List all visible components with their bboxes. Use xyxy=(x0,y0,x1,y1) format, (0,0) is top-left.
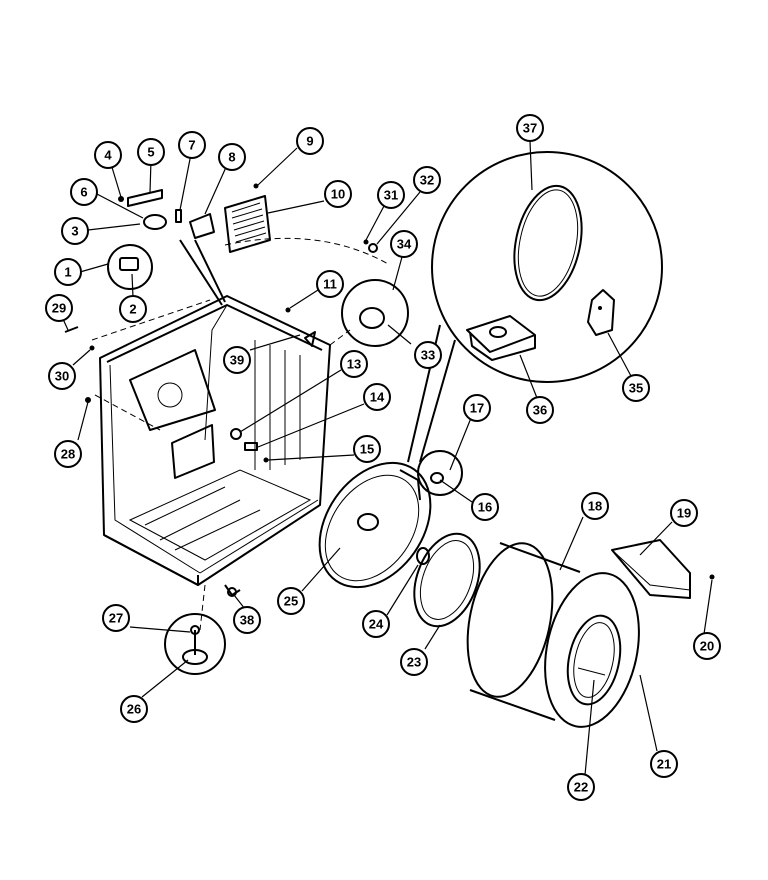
svg-text:33: 33 xyxy=(421,348,435,363)
svg-text:32: 32 xyxy=(420,173,434,188)
svg-text:28: 28 xyxy=(61,447,75,462)
svg-text:30: 30 xyxy=(55,369,69,384)
callout-31: 31 xyxy=(377,181,405,209)
callout-13: 13 xyxy=(340,350,368,378)
callout-5: 5 xyxy=(137,138,165,166)
svg-text:31: 31 xyxy=(384,188,398,203)
callout-23: 23 xyxy=(400,648,428,676)
svg-text:8: 8 xyxy=(228,150,235,165)
svg-text:36: 36 xyxy=(533,403,547,418)
callout-39: 39 xyxy=(223,346,251,374)
callout-28: 28 xyxy=(54,440,82,468)
callout-21: 21 xyxy=(650,750,678,778)
callout-38: 38 xyxy=(233,606,261,634)
svg-text:39: 39 xyxy=(230,353,244,368)
svg-text:9: 9 xyxy=(306,134,313,149)
callout-16: 16 xyxy=(471,493,499,521)
callout-37: 37 xyxy=(516,114,544,142)
svg-text:11: 11 xyxy=(323,277,337,292)
svg-text:23: 23 xyxy=(407,655,421,670)
callout-35: 35 xyxy=(622,374,650,402)
callout-25: 25 xyxy=(277,587,305,615)
callout-2: 2 xyxy=(119,295,147,323)
callout-17: 17 xyxy=(463,394,491,422)
svg-text:34: 34 xyxy=(397,237,412,252)
callout-11: 11 xyxy=(316,270,344,298)
callout-26: 26 xyxy=(120,695,148,723)
svg-text:14: 14 xyxy=(370,390,385,405)
callout-9: 9 xyxy=(296,127,324,155)
cabinet-housing xyxy=(91,237,391,631)
leader-lines xyxy=(62,140,713,776)
svg-text:24: 24 xyxy=(369,617,384,632)
callout-27: 27 xyxy=(102,604,130,632)
svg-text:25: 25 xyxy=(284,594,298,609)
svg-text:5: 5 xyxy=(147,145,154,160)
svg-text:13: 13 xyxy=(347,357,361,372)
svg-text:22: 22 xyxy=(574,780,588,795)
callout-24: 24 xyxy=(362,610,390,638)
svg-text:17: 17 xyxy=(470,401,484,416)
svg-text:20: 20 xyxy=(700,639,714,654)
seal-and-washer xyxy=(413,532,481,628)
callout-6: 6 xyxy=(70,178,98,206)
rear-bulkhead xyxy=(318,461,432,589)
callout-10: 10 xyxy=(324,180,352,208)
callout-15: 15 xyxy=(353,435,381,463)
callout-4: 4 xyxy=(94,141,122,169)
callout-33: 33 xyxy=(414,341,442,369)
upper-left-parts xyxy=(64,189,226,403)
svg-text:38: 38 xyxy=(240,613,254,628)
callout-36: 36 xyxy=(526,396,554,424)
callout-7: 7 xyxy=(178,131,206,159)
callout-3: 3 xyxy=(61,217,89,245)
svg-text:19: 19 xyxy=(677,506,691,521)
callout-29: 29 xyxy=(45,294,73,322)
svg-text:3: 3 xyxy=(71,224,78,239)
callout-8: 8 xyxy=(218,143,246,171)
drum xyxy=(466,542,640,728)
svg-text:21: 21 xyxy=(657,757,671,772)
callout-30: 30 xyxy=(48,362,76,390)
svg-text:29: 29 xyxy=(52,301,66,316)
svg-text:15: 15 xyxy=(360,442,374,457)
thermostat-detail xyxy=(285,239,409,347)
callout-20: 20 xyxy=(693,632,721,660)
inner-small-parts xyxy=(230,428,269,463)
svg-text:7: 7 xyxy=(188,138,195,153)
svg-text:18: 18 xyxy=(588,499,602,514)
callout-19: 19 xyxy=(670,499,698,527)
callout-32: 32 xyxy=(413,166,441,194)
callout-22: 22 xyxy=(567,773,595,801)
drum-baffle xyxy=(611,539,715,599)
callout-1: 1 xyxy=(54,258,82,286)
callout-18: 18 xyxy=(581,492,609,520)
svg-text:6: 6 xyxy=(80,185,87,200)
svg-text:37: 37 xyxy=(523,121,537,136)
svg-text:35: 35 xyxy=(629,381,643,396)
svg-text:4: 4 xyxy=(104,148,112,163)
svg-text:27: 27 xyxy=(109,611,123,626)
callout-34: 34 xyxy=(390,230,418,258)
lint-screen xyxy=(224,183,271,253)
svg-text:2: 2 xyxy=(129,302,136,317)
leveling-leg-detail xyxy=(164,584,241,675)
svg-text:10: 10 xyxy=(331,187,345,202)
svg-text:16: 16 xyxy=(478,500,492,515)
callout-14: 14 xyxy=(363,383,391,411)
svg-text:26: 26 xyxy=(127,702,141,717)
svg-text:1: 1 xyxy=(64,265,71,280)
